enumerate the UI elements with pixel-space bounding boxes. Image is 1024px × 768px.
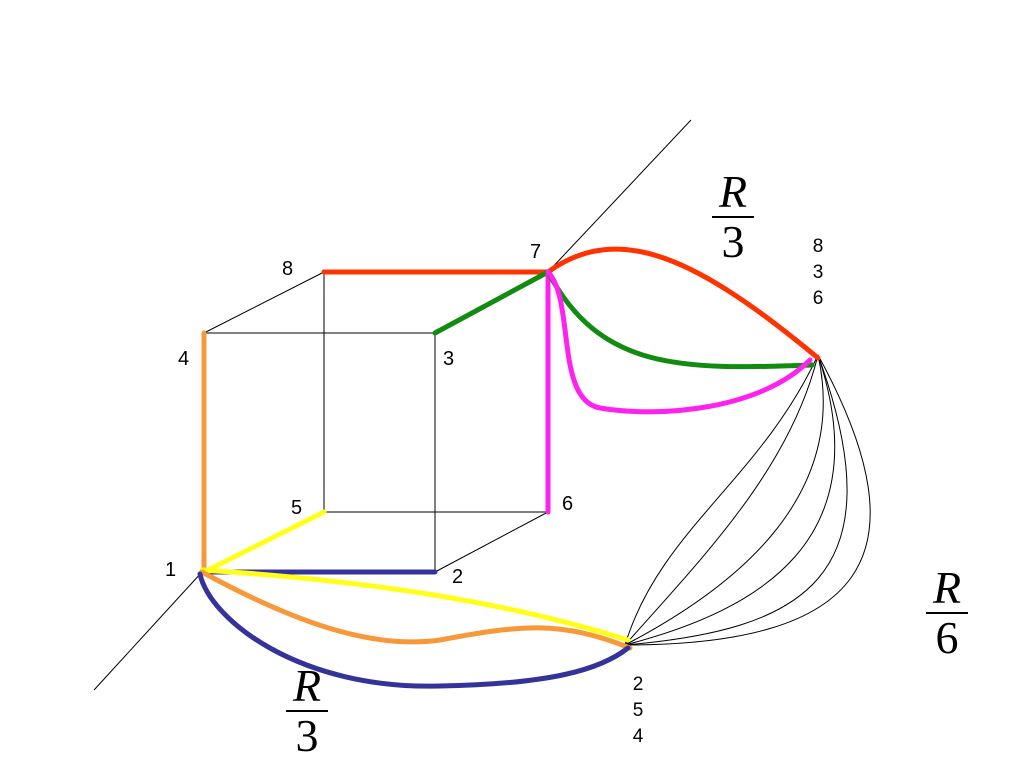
vertex-label-7: 7 bbox=[530, 241, 542, 263]
edge-3-7-green bbox=[432, 269, 551, 336]
bundle-curve-5 bbox=[624, 354, 848, 646]
merged-top-label-3: 6 bbox=[812, 288, 824, 309]
merged-top-label-1: 8 bbox=[812, 236, 824, 257]
curve-7-top-green bbox=[545, 269, 815, 370]
bundle-curve-1 bbox=[624, 354, 819, 646]
axis-line-upper bbox=[547, 119, 692, 273]
vertex-label-8: 8 bbox=[282, 258, 294, 280]
fraction-bottom: R 3 bbox=[282, 660, 332, 761]
vertex-label-5: 5 bbox=[291, 497, 303, 519]
merged-node-top-labels: 8 3 6 bbox=[806, 234, 830, 312]
axis-line-lower bbox=[93, 571, 203, 691]
cube-thin-edges bbox=[203, 271, 549, 573]
fraction-bottom-bar bbox=[286, 710, 328, 712]
curve-1-bottom-navy bbox=[197, 571, 631, 689]
fraction-top-numerator: R bbox=[718, 166, 748, 217]
bundle-curve-6 bbox=[624, 354, 871, 646]
edge-2-6 bbox=[434, 511, 549, 573]
merged-bottom-label-3: 4 bbox=[632, 726, 644, 747]
fraction-top-bar bbox=[712, 216, 754, 218]
fraction-top: R 3 bbox=[708, 166, 758, 267]
merged-node-bottom-labels: 2 5 4 bbox=[626, 672, 650, 750]
curve-1-bottom-yellow bbox=[199, 567, 631, 643]
bundle-curve-3 bbox=[624, 354, 824, 646]
fraction-right-numerator: R bbox=[932, 562, 962, 613]
curve-7-top-red bbox=[545, 246, 821, 361]
merged-bottom-label-1: 2 bbox=[632, 674, 644, 695]
bundle-curve-2 bbox=[624, 354, 819, 646]
curve-1-bottom-orange bbox=[199, 569, 633, 651]
six-resistor-bundle bbox=[624, 354, 871, 646]
vertex-label-3: 3 bbox=[443, 348, 455, 370]
edge-4-8 bbox=[203, 271, 325, 334]
curve-7-top-magenta bbox=[545, 269, 813, 415]
vertex-label-1: 1 bbox=[165, 559, 177, 581]
merged-top-label-2: 3 bbox=[812, 262, 824, 283]
bundle-curve-4 bbox=[624, 354, 836, 646]
fraction-right-bar bbox=[926, 612, 968, 614]
vertex-label-4: 4 bbox=[178, 348, 190, 370]
fraction-top-denominator: 3 bbox=[721, 216, 745, 267]
vertex-label-2: 2 bbox=[452, 566, 464, 588]
fraction-right-denominator: 6 bbox=[935, 612, 959, 663]
fraction-right: R 6 bbox=[922, 562, 972, 663]
edge-1-5-yellow bbox=[201, 509, 327, 575]
fraction-bottom-numerator: R bbox=[292, 660, 322, 711]
fraction-bottom-denominator: 3 bbox=[295, 710, 319, 761]
vertex-label-6: 6 bbox=[562, 493, 574, 515]
merged-bottom-label-2: 5 bbox=[632, 700, 644, 721]
